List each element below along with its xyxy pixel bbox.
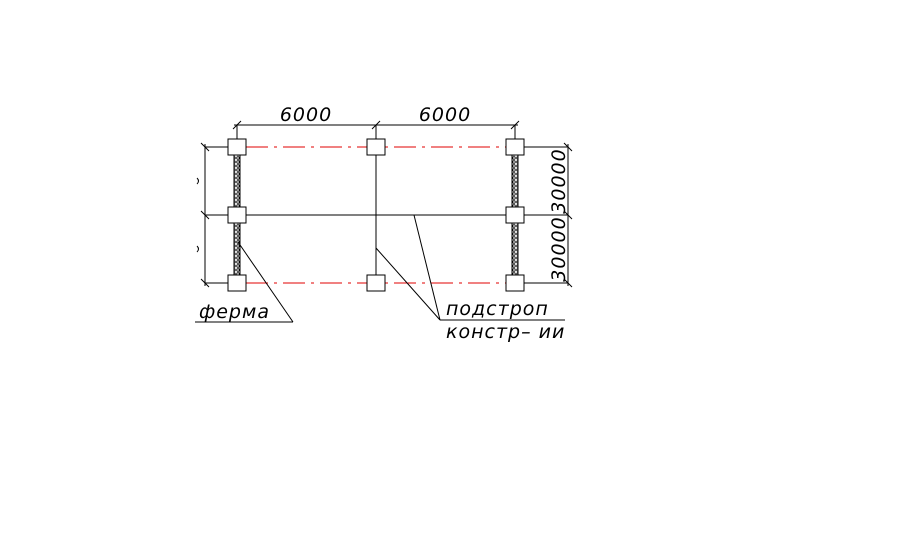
truss-right-lower: [511, 222, 519, 276]
dimension-label: 6000: [419, 104, 471, 126]
substructure-leader: подстроп констр– ии: [375, 214, 565, 343]
column: [366, 138, 386, 156]
column: [505, 138, 525, 156]
substructure-label-line1: подстроп: [446, 298, 549, 320]
truss-label: ферма: [199, 301, 270, 323]
dimension-label: 30000: [548, 216, 570, 281]
dimension-label: 30000: [548, 148, 570, 213]
truss-left-lower: [233, 222, 241, 276]
top-dimension: 6000 6000: [232, 104, 520, 139]
left-dimension: [196, 142, 228, 288]
right-dimension: 30000 30000: [524, 142, 573, 288]
truss-right-upper: [511, 154, 519, 208]
truss-left-upper: [233, 154, 241, 208]
truss-leader: ферма: [195, 241, 294, 323]
dimension-label: 6000: [280, 104, 332, 126]
column: [505, 206, 525, 224]
column: [227, 274, 247, 292]
substructure-label-line2: констр– ии: [446, 321, 565, 343]
column: [227, 206, 247, 224]
column: [366, 274, 386, 292]
column: [505, 274, 525, 292]
column: [227, 138, 247, 156]
